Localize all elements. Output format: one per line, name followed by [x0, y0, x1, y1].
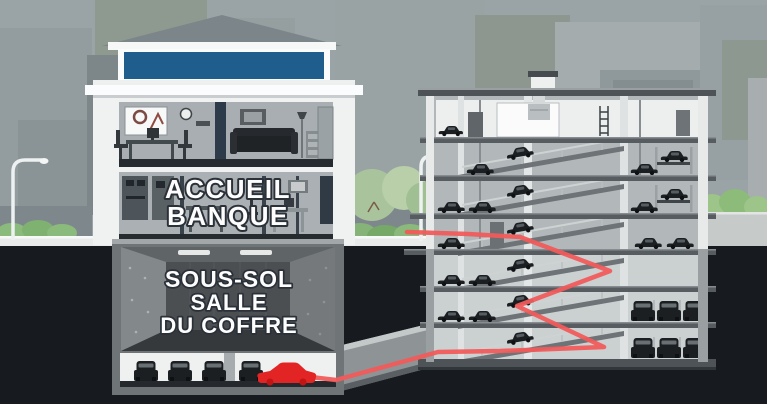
ladder-icon	[599, 106, 609, 136]
bank-cornice	[85, 85, 363, 95]
door-icon	[468, 112, 483, 137]
route-path	[299, 229, 613, 383]
vault-rivets	[306, 266, 328, 336]
chair-icon	[114, 130, 128, 159]
bank-building: ACCUEIL BANQUE	[85, 15, 363, 395]
clock-icon	[179, 107, 193, 121]
vault-rivets	[128, 266, 150, 334]
door-icon	[676, 110, 690, 136]
parked-car-icon	[134, 361, 158, 381]
vent-unit-icon	[528, 104, 550, 120]
chair-icon	[178, 130, 192, 159]
garage-car-lift	[630, 147, 693, 176]
door-icon	[317, 106, 334, 160]
bank-lobby-floor: ACCUEIL BANQUE	[119, 172, 333, 242]
desk-icon	[270, 208, 308, 212]
vault-label-line3: DU COFFRE	[160, 313, 297, 338]
parking-column	[224, 353, 235, 385]
trees	[344, 166, 442, 247]
chair-icon	[246, 200, 258, 215]
bank-lobby-label-line1: ACCUEIL	[165, 174, 291, 204]
bank-office-floor	[114, 102, 334, 167]
garage-wall-left	[426, 96, 434, 249]
counter-icon	[186, 206, 226, 210]
parked-car-icon	[202, 361, 226, 381]
parked-car-icon	[631, 301, 655, 321]
parked-car-icon	[657, 301, 681, 321]
bank-lobby-label-line2: BANQUE	[167, 201, 289, 231]
parked-car-icon	[168, 361, 192, 381]
parking-garage	[404, 71, 716, 370]
door-icon	[320, 176, 333, 224]
garage-wall-right	[698, 96, 708, 249]
getaway-car-icon	[257, 362, 317, 386]
rooftop-vent-icon	[528, 71, 558, 88]
couch-icon	[230, 128, 298, 154]
ceiling-light-icon	[178, 250, 210, 255]
whiteboard-icon	[124, 106, 168, 136]
sidewalk-right-edge	[703, 212, 767, 215]
divider-wall	[215, 102, 226, 160]
vault-room: SOUS-SOL SALLE DU COFFRE	[121, 247, 335, 351]
parked-car-icon	[657, 338, 681, 358]
garage-car-lift	[630, 185, 693, 214]
lamp-head-icon	[39, 158, 49, 164]
ceiling-light-icon	[240, 250, 272, 255]
atm-icon	[152, 176, 174, 220]
vault-label-line1: SOUS-SOL	[165, 266, 293, 292]
bank-sign	[124, 52, 324, 79]
bank-roof	[102, 15, 342, 46]
parked-car-icon	[631, 338, 655, 358]
garage-roof-room	[438, 82, 690, 138]
monitor-icon	[147, 128, 159, 138]
atm-icon	[122, 176, 148, 220]
vault-label-line2: SALLE	[190, 290, 267, 315]
bank-basement: SOUS-SOL SALLE DU COFFRE	[112, 239, 344, 395]
shelf-icon	[196, 121, 210, 126]
desk-icon	[126, 140, 178, 144]
street-lamp-left	[11, 158, 49, 240]
